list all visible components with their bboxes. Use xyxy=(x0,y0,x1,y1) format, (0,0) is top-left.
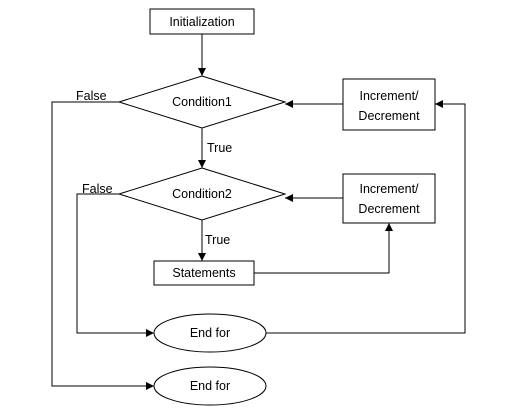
statements-label: Statements xyxy=(172,266,235,280)
end-for-outer-label: End for xyxy=(190,379,230,393)
increment-decrement-node-1: Increment/ Decrement xyxy=(342,78,436,131)
condition1-false-label: False xyxy=(76,89,107,103)
condition1-true-label: True xyxy=(207,141,232,155)
condition2-label: Condition2 xyxy=(172,187,232,201)
increment-decrement-2-line1: Increment/ xyxy=(359,182,419,196)
edge-end-for-inner-to-increment1 xyxy=(266,100,466,334)
condition2-node: Condition2 xyxy=(117,167,287,221)
end-for-outer-node: End for xyxy=(153,366,267,406)
end-for-inner-node: End for xyxy=(153,313,267,353)
initialization-node: Initialization xyxy=(149,8,255,35)
edge-statements-to-increment2 xyxy=(254,223,393,274)
edge-condition1-false-to-end-for-outer xyxy=(51,101,154,390)
increment-decrement-1-line1: Increment/ xyxy=(359,89,419,103)
end-for-inner-label: End for xyxy=(190,326,230,340)
initialization-label: Initialization xyxy=(169,15,234,29)
condition1-label: Condition1 xyxy=(172,95,232,109)
statements-node: Statements xyxy=(153,260,255,286)
condition2-false-label: False xyxy=(82,182,113,196)
increment-decrement-1-line2: Decrement xyxy=(358,109,420,123)
edge-condition2-false-to-end-for-inner xyxy=(76,193,154,337)
condition1-node: Condition1 xyxy=(117,75,287,129)
condition2-true-label: True xyxy=(205,233,230,247)
increment-decrement-2-line2: Decrement xyxy=(358,202,420,216)
increment-decrement-node-2: Increment/ Decrement xyxy=(342,173,436,224)
